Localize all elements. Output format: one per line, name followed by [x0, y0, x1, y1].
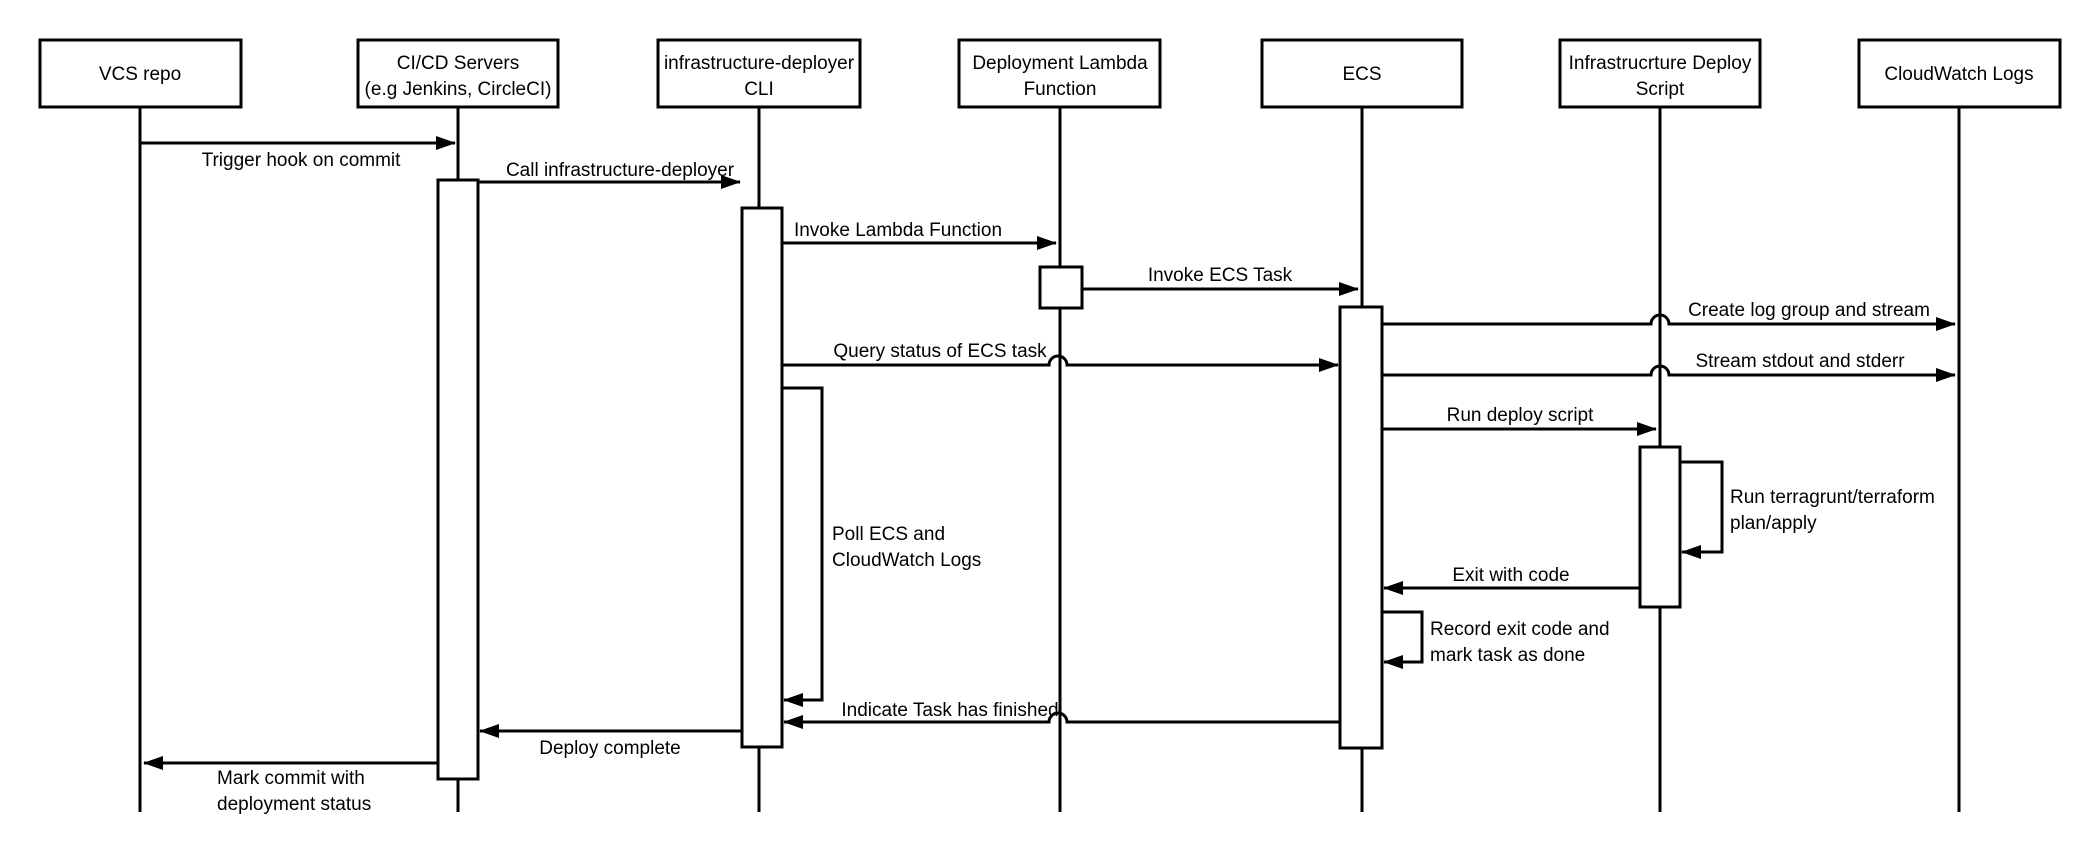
self-message-bracket-infrastructure-deploy-script-to-infrastructure-deploy-script [1680, 460, 1724, 559]
message-arrow-ecs-to-cloudwatch-logs [1382, 364, 1956, 382]
activation-infrastructure-deploy-script [1638, 445, 1682, 609]
activations-layer [436, 178, 1682, 781]
participant-box-deployment-lambda-function [957, 38, 1162, 109]
message-label-9: Exit with code [1452, 565, 1569, 586]
message-label-4: Create log group and stream [1688, 300, 1930, 321]
participant-label-ecs: ECS [1342, 64, 1381, 85]
message-label-6: Stream stdout and stderr [1695, 351, 1905, 372]
message-arrow-ecs-to-cloudwatch-logs [1382, 313, 1956, 331]
message-label-13: Deploy complete [539, 738, 681, 759]
activation-infrastructure-deployer-cli [740, 206, 784, 749]
self-message-bracket-ecs-to-ecs [1382, 610, 1424, 669]
participant-box-infrastructure-deploy-script [1558, 38, 1762, 109]
message-label-7: Run deploy script [1447, 405, 1595, 426]
message-arrow-infrastructure-deployer-cli-to-ecs [782, 354, 1339, 372]
participants-layer: VCS repo CI/CD Servers(e.g Jenkins, Circl… [38, 38, 2062, 109]
message-label-0: Trigger hook on commit [202, 150, 402, 171]
self-message-bracket-infrastructure-deployer-cli-to-infrastructure-deployer-cli [782, 386, 824, 707]
participant-box-cicd-servers [356, 38, 560, 109]
participant-label-cloudwatch-logs: CloudWatch Logs [1884, 64, 2033, 85]
participant-label-cicd-servers: CI/CD Servers(e.g Jenkins, CircleCI) [365, 53, 552, 100]
activation-ecs [1338, 305, 1384, 750]
message-label-1: Call infrastructure-deployer [506, 160, 735, 181]
participant-box-cloudwatch-logs [1857, 38, 2062, 109]
message-arrow-ecs-to-infrastructure-deployer-cli [783, 711, 1340, 729]
participant-box-infrastructure-deployer-cli [656, 38, 862, 109]
labels-layer: Trigger hook on commit Call infrastructur… [202, 150, 1935, 815]
message-label-2: Invoke Lambda Function [794, 220, 1002, 241]
participant-box-ecs [1260, 38, 1464, 109]
participant-label-vcs-repo: VCS repo [99, 64, 181, 85]
message-label-12: Indicate Task has finished [841, 700, 1058, 721]
messages-layer [140, 136, 1956, 770]
message-label-5: Query status of ECS task [833, 341, 1047, 362]
activation-deployment-lambda-function [1038, 265, 1084, 310]
activation-cicd-servers [436, 178, 480, 781]
participant-box-vcs-repo [38, 38, 243, 109]
message-label-3: Invoke ECS Task [1148, 265, 1293, 286]
